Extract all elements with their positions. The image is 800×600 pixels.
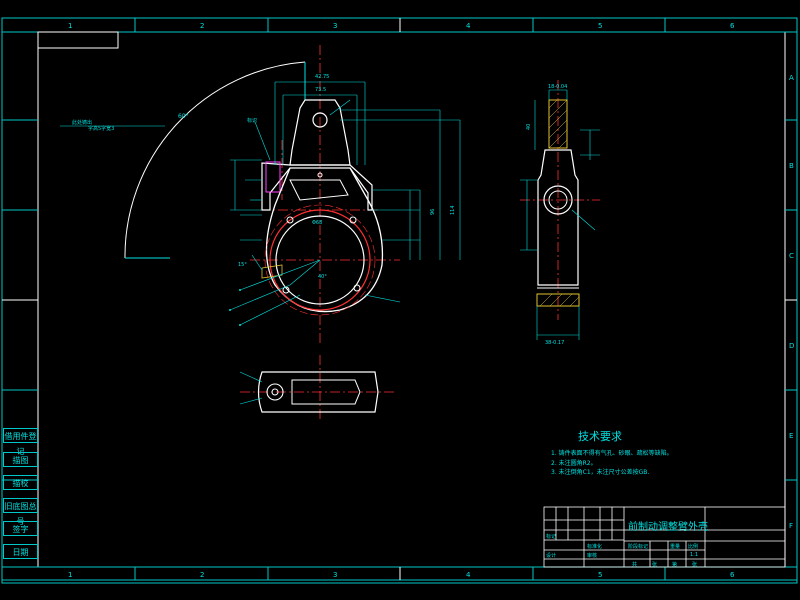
dim-center-label: Φ68 xyxy=(312,220,322,226)
grid-right-c: C xyxy=(789,252,794,260)
grid-top-1: 1 xyxy=(68,22,72,30)
left-label-3: 描校 xyxy=(3,475,38,490)
lug-hole xyxy=(312,112,328,128)
left-label-1: 借用件登记 xyxy=(3,428,38,456)
grid-right-f: F xyxy=(789,522,793,530)
bore-pcd xyxy=(264,204,376,316)
bore-inner xyxy=(275,215,365,305)
side-top-hatch xyxy=(548,99,568,149)
grid-top-6: 6 xyxy=(730,22,735,30)
note-left: 此处铸出 xyxy=(72,119,92,126)
grid-top-5: 5 xyxy=(598,22,602,30)
grid-bottom-4: 4 xyxy=(466,571,471,579)
angle-center-label: 40° xyxy=(318,274,327,280)
tb-cell-scale-value: 1:1 xyxy=(690,552,699,558)
dim-side-bottom: 38-0.17 xyxy=(545,340,564,346)
tb-cell-sheet2: 张 xyxy=(692,562,698,568)
title-block xyxy=(543,506,786,568)
grid-right-b: B xyxy=(789,162,794,170)
tb-cell-review: 审核 xyxy=(587,553,598,559)
left-label-2: 描图 xyxy=(3,452,38,467)
inner-frame xyxy=(37,31,786,568)
grid-top-4: 4 xyxy=(466,22,471,30)
dim-side-top: 18-0.04 xyxy=(548,84,567,90)
note-left2: 字高5字宽3 xyxy=(88,125,114,132)
tech-req-line-3: 3. 未注倒角C1，未注尺寸公差按GB. xyxy=(551,469,650,476)
grid-right-e: E xyxy=(789,432,793,440)
tb-cell-sheet: 张 xyxy=(652,562,658,568)
grid-bottom-3: 3 xyxy=(333,571,337,579)
grid-top-2: 2 xyxy=(200,22,204,30)
left-label-5: 签字 xyxy=(3,521,38,536)
angle-small: 15° xyxy=(238,262,247,268)
label-a: 标识 xyxy=(247,117,257,124)
upper-body xyxy=(261,162,373,211)
dim-vert-1: 40 xyxy=(526,124,532,130)
side-bottom-hatch xyxy=(536,293,580,307)
tb-cell-design: 设计 xyxy=(546,553,557,559)
angle-arc xyxy=(124,61,306,259)
tech-req-line-1: 1. 铸件表面不得有气孔、砂眼、疏松等缺陷。 xyxy=(551,450,673,457)
dim-right-1: 96 xyxy=(430,209,436,215)
part-name: 前制动调整臂外壳 xyxy=(628,522,708,533)
tb-cell-weight: 重量 xyxy=(670,544,681,550)
side-bore xyxy=(543,185,573,215)
left-label-4: 旧底图总号 xyxy=(3,498,38,526)
tech-req-title: 技术要求 xyxy=(578,430,622,443)
bottom-view xyxy=(257,371,379,413)
magenta-block xyxy=(265,161,281,193)
angle-main-label: 60° xyxy=(178,113,189,120)
outer-frame xyxy=(1,17,798,584)
tb-cell-no: 第 xyxy=(672,562,678,568)
corner-box xyxy=(37,31,119,49)
tb-cell-mark: 标记 xyxy=(546,534,557,540)
grid-bottom-5: 5 xyxy=(598,571,602,579)
left-label-6: 日期 xyxy=(3,544,38,559)
tb-cell-scale: 比例 xyxy=(688,544,699,550)
tb-cell-total: 共 xyxy=(632,562,638,568)
grid-top-3: 3 xyxy=(333,22,337,30)
bore-outer xyxy=(269,209,371,311)
grid-bottom-6: 6 xyxy=(730,571,735,579)
grid-bottom-1: 1 xyxy=(68,571,72,579)
grid-bottom-2: 2 xyxy=(200,571,204,579)
dim-top-2: 73.5 xyxy=(315,87,326,93)
grid-right-a: A xyxy=(789,74,794,82)
tb-cell-standard: 标准化 xyxy=(587,544,603,550)
tb-cell-stage: 阶段标记 xyxy=(628,544,649,550)
dim-top-1: 42.75 xyxy=(315,74,329,80)
housing-outline xyxy=(265,167,384,313)
dim-right-2: 114 xyxy=(450,205,456,215)
grid-right-d: D xyxy=(789,342,794,350)
side-body xyxy=(537,149,579,286)
tech-req-line-2: 2. 未注圆角R2。 xyxy=(551,460,597,467)
